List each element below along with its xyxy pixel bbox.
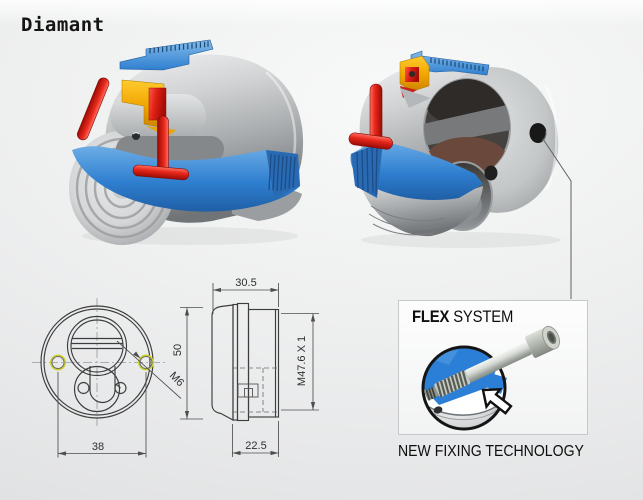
m6-leader-line	[116, 340, 182, 399]
flex-heading-rest: SYSTEM	[453, 308, 514, 326]
arrow-cursor-icon	[481, 388, 513, 415]
dim-thread-spec: M47.6 X 1	[296, 336, 308, 386]
detail-screw	[132, 132, 140, 140]
flex-heading-bold: FLEX	[412, 308, 450, 326]
page-title: Diamant	[21, 14, 105, 36]
red-pins	[348, 83, 393, 150]
blue-rack-strip	[119, 39, 214, 71]
render-front-cutaway	[69, 39, 304, 245]
magnifier-ring	[421, 345, 507, 431]
keyway-slot	[116, 136, 224, 162]
flex-caption: NEW FIXING TECHNOLOGY	[398, 443, 584, 460]
tech-drawing-front-view: M6 38	[32, 298, 186, 458]
thread-hatch	[268, 153, 296, 192]
fixing-screw-hole	[529, 123, 547, 143]
core-mechanism	[399, 55, 431, 108]
inner-pin-hole	[484, 165, 498, 181]
core-mechanism	[110, 79, 224, 162]
thread-hatch	[356, 143, 378, 196]
red-pins	[77, 77, 190, 181]
flex-leader-line	[542, 138, 572, 299]
m6-hole-right	[138, 354, 154, 371]
rack-teeth	[149, 41, 209, 54]
blue-fixing-plate	[350, 140, 483, 200]
render-shadow	[361, 232, 561, 248]
dim-m6: M6	[167, 370, 186, 389]
rack-teeth	[430, 58, 484, 72]
dim-front-length: 30.5	[235, 277, 256, 289]
red-latch-block	[148, 87, 167, 121]
flex-heading: FLEX SYSTEM	[412, 308, 513, 327]
render-rear-cutaway	[348, 50, 561, 248]
dim-diameter: 50	[172, 344, 184, 356]
threaded-bottom-section	[361, 166, 483, 237]
m6-hole-left	[50, 354, 66, 371]
tech-drawing-side-view: 30.5 50 M47.6 X 1 22.5	[172, 277, 319, 457]
flex-screw-illustration	[421, 325, 560, 431]
dim-body-length: 22.5	[245, 440, 266, 452]
dim-hole-spacing: 38	[92, 441, 104, 453]
flex-system-callout: FLEX SYSTEM	[398, 300, 588, 435]
screw-icon	[423, 325, 560, 401]
